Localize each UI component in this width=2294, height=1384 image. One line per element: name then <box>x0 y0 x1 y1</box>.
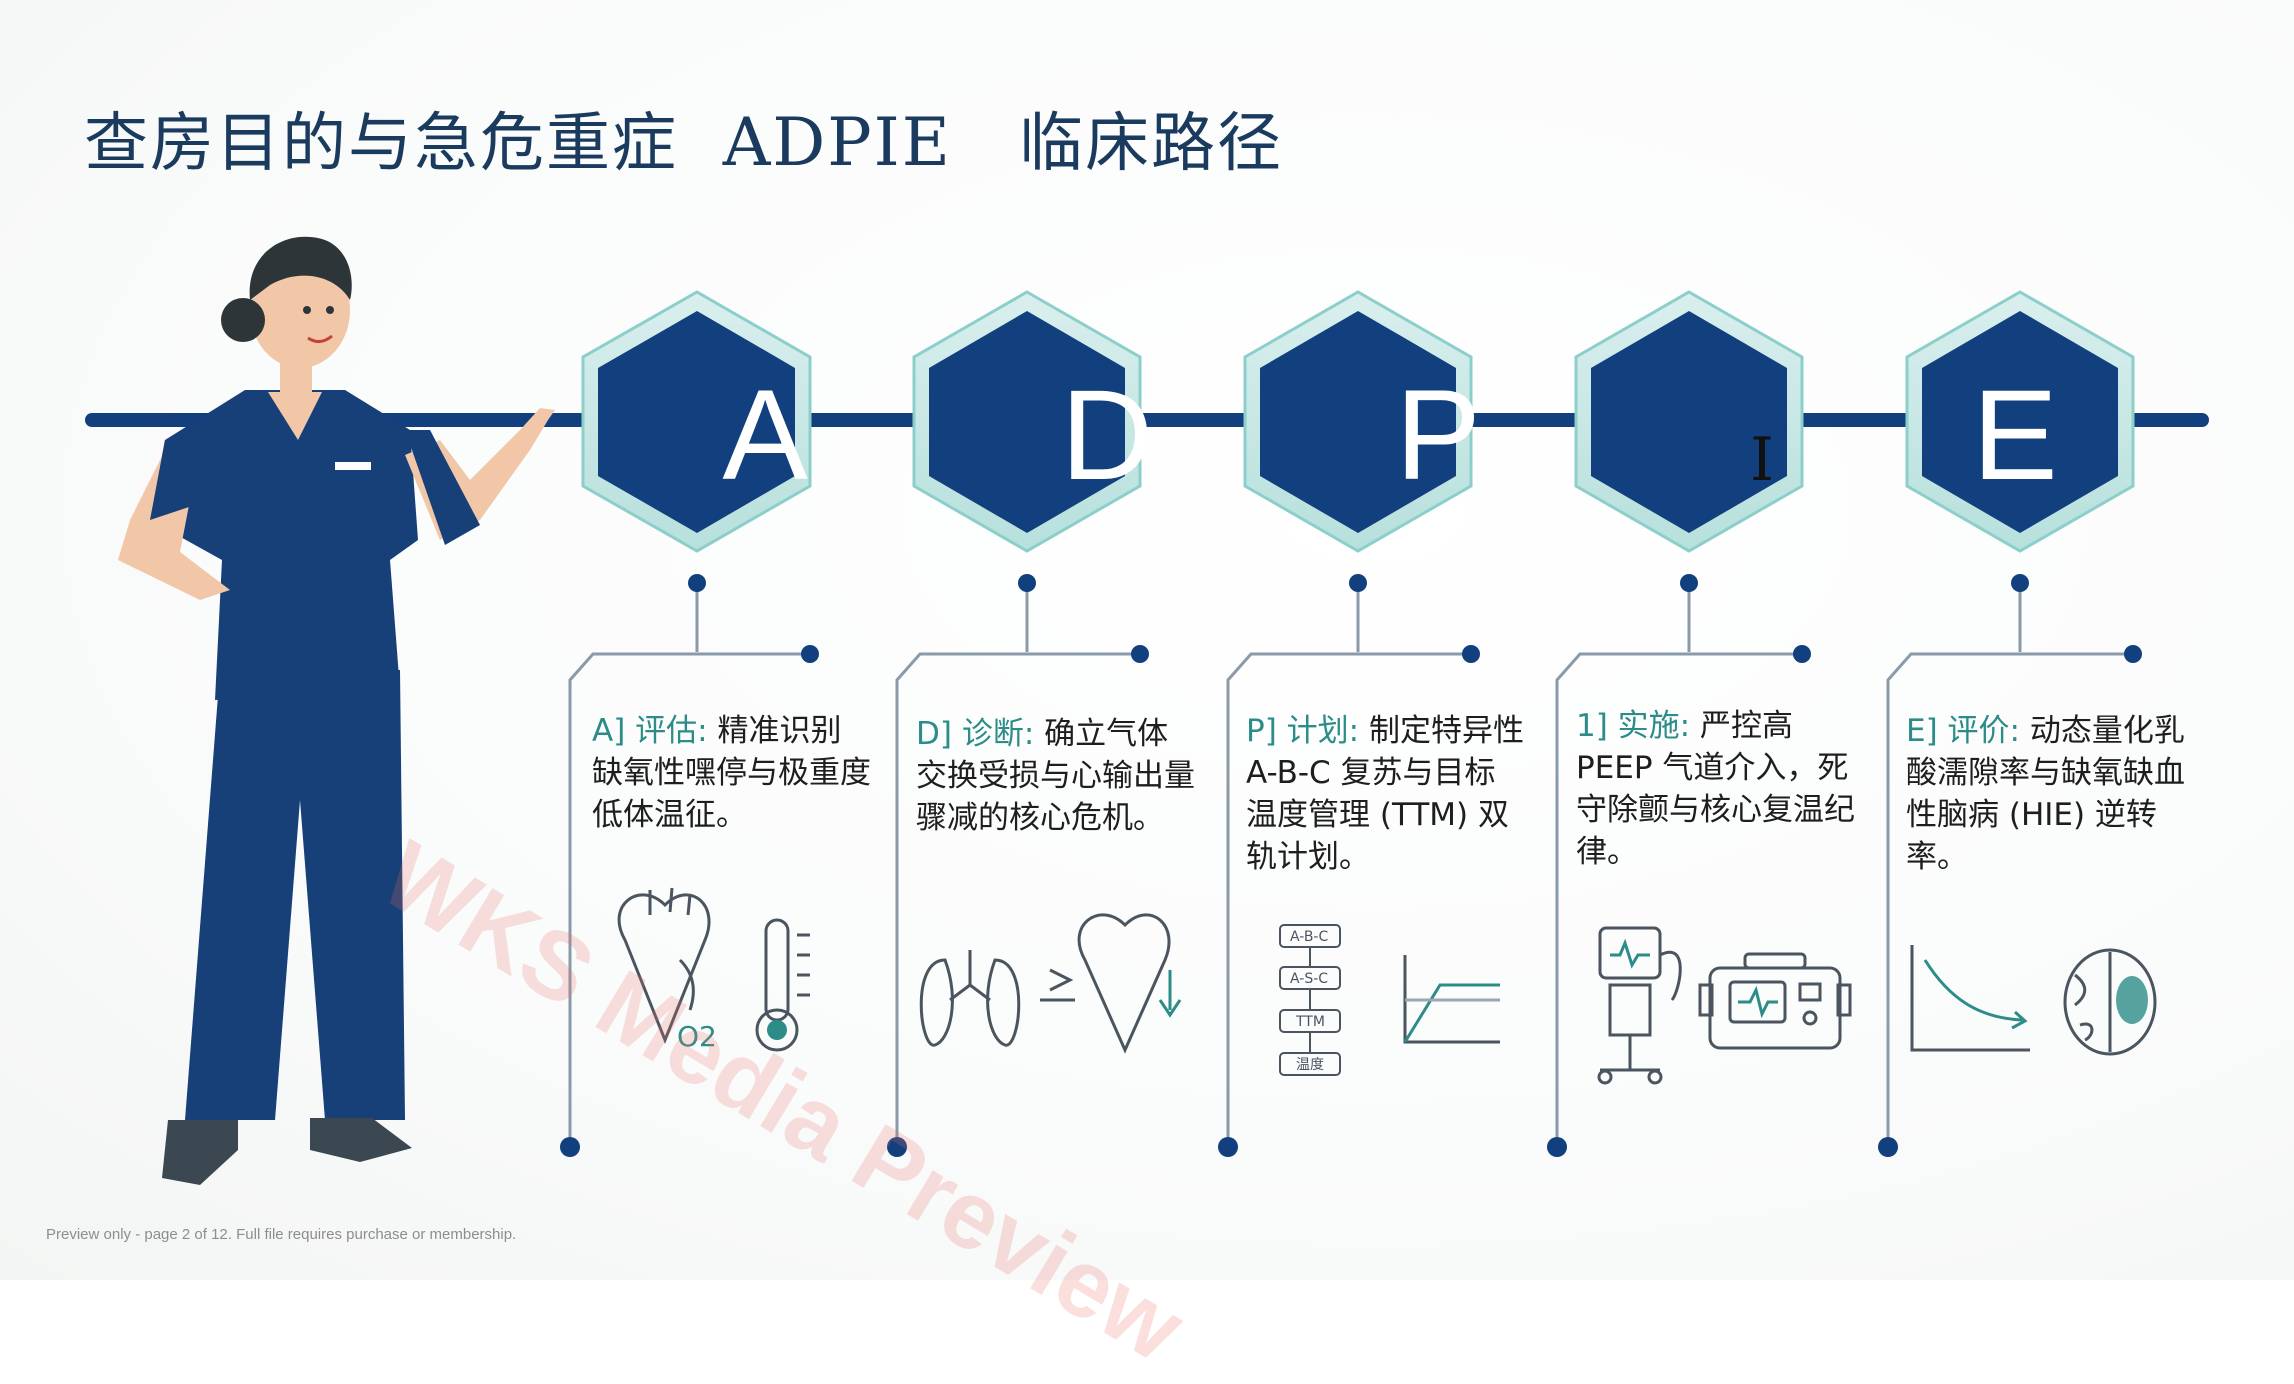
flow-label-4: 温度 <box>1296 1057 1324 1073</box>
flowchart-icon <box>1279 924 1341 1076</box>
hexagon-p <box>1243 290 1473 553</box>
step-body-evaluation: 动态量化乳酸濡隙率与缺氧缺血性脑病 (HIE) 逆转率。 <box>1906 713 2185 875</box>
hex-letter-a: A <box>722 364 808 507</box>
step-body-diagnosis: 确立气体交换受损与心输出量骤减的核心危机。 <box>916 716 1195 836</box>
step-text-implementation: 1] 实施: 严控高 PEEP 气道介入，死守除颤与核心复温纪律。 <box>1576 705 1856 873</box>
thermometer-icon <box>755 918 810 1052</box>
hex-letter-i: I <box>1750 425 1774 495</box>
step-body-assessment: 精准识别缺氧性嘿停与极重度低体温征。 <box>592 713 871 833</box>
decline-chart-icon <box>1910 945 2030 1052</box>
hex-letter-d: D <box>1060 364 1154 507</box>
flow-label-2: A-S-C <box>1290 971 1328 987</box>
temperature-curve-icon <box>1403 955 1500 1044</box>
step-text-assessment: A] 评估: 精准识别缺氧性嘿停与极重度低体温征。 <box>592 710 872 836</box>
step-body-plan: 制定特异性 A-B-C 复苏与目标温度管理 (TTM) 双轨计划。 <box>1246 713 1524 875</box>
step-text-evaluation: E] 评价: 动态量化乳酸濡隙率与缺氧缺血性脑病 (HIE) 逆转率。 <box>1906 710 2186 878</box>
step-text-plan: P] 计划: 制定特异性 A-B-C 复苏与目标温度管理 (TTM) 双轨计划。 <box>1246 710 1526 878</box>
nurse-illustration <box>118 236 555 1185</box>
ventilator-icon <box>1597 926 1682 1085</box>
page-title: 查房目的与急危重症 ADPIE 临床路径 <box>84 92 1283 184</box>
defibrillator-icon <box>1698 952 1852 1050</box>
heart-arrow-icon <box>1040 913 1182 1054</box>
hexagon-d <box>912 290 1142 553</box>
title-part-1: 查房目的与急危重症 <box>84 107 678 181</box>
heart-o2-icon <box>617 887 711 1045</box>
brain-icon <box>2063 948 2157 1056</box>
step-label-diagnosis: D] 诊断: <box>916 716 1035 752</box>
flow-label-1: A-B-C <box>1290 929 1328 945</box>
step-label-implementation: 1] 实施: <box>1576 708 1691 744</box>
hexagon-a <box>581 290 812 553</box>
title-part-latin: ADPIE <box>722 104 952 181</box>
step-text-diagnosis: D] 诊断: 确立气体交换受损与心输出量骤减的核心危机。 <box>916 713 1196 839</box>
step-label-evaluation: E] 评价: <box>1906 713 2020 749</box>
hex-letter-p: P <box>1395 364 1481 507</box>
step-label-plan: P] 计划: <box>1246 713 1360 749</box>
preview-footer-note: Preview only - page 2 of 12. Full file r… <box>46 1226 517 1243</box>
hex-letter-e: E <box>1972 364 2058 507</box>
flow-label-3: TTM <box>1295 1014 1325 1030</box>
step-label-assessment: A] 评估: <box>592 713 708 749</box>
title-part-2: 临床路径 <box>1018 107 1283 181</box>
hexagon-e <box>1905 290 2135 553</box>
step-body-implementation: 严控高 PEEP 气道介入，死守除颤与核心复温纪律。 <box>1576 708 1855 870</box>
hexagon-i <box>1574 290 1804 553</box>
lungs-icon <box>919 950 1021 1047</box>
timeline-graphic: O2 A-B-C A-S-C TTM 温度 <box>85 236 2209 1185</box>
o2-label: O2 <box>677 1020 717 1053</box>
